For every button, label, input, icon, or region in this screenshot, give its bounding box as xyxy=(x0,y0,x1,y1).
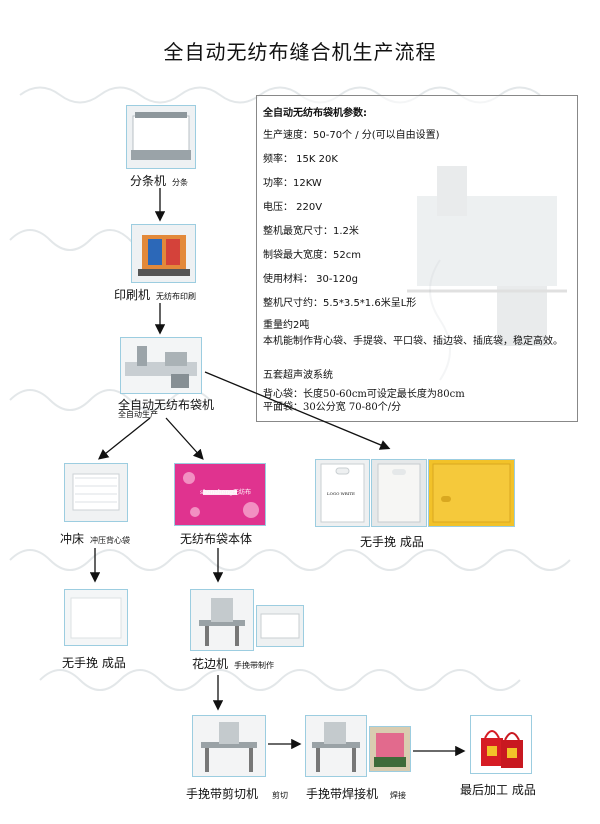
page-title: 全自动无纺布缝合机生产流程 xyxy=(163,40,437,64)
bag-body-label: 无纺布袋本体 xyxy=(180,532,253,546)
white-bag-text: LOGO WRITE xyxy=(327,491,355,496)
slitter-sublabel: 分条 xyxy=(172,178,189,187)
strap-cutter-image xyxy=(192,715,266,777)
arrow-bagmachine-bagbody xyxy=(165,417,204,460)
printer-label-text: 印刷机 xyxy=(114,288,151,302)
spec-power: 功率：12KW xyxy=(263,178,322,189)
printing-machine-image xyxy=(131,224,196,283)
strap-welder-image xyxy=(305,715,367,777)
spec-material: 使用材料： 30-120g xyxy=(263,274,358,285)
welded-bag-image xyxy=(369,726,411,772)
bag-sample-text: shenaheng无纺布 xyxy=(200,489,252,496)
spec-speed: 生产速度：50-70个 / 分(可以自由设置) xyxy=(263,130,440,141)
strap-cutter-sublabel: 剪切 xyxy=(272,791,289,800)
slitter-label-text: 分条机 xyxy=(130,174,167,188)
punch-sublabel: 冲压背心袋 xyxy=(90,536,131,545)
embosser-label: 花边机手挽带制作 xyxy=(192,655,274,672)
bag-body-image xyxy=(174,463,266,526)
spec-frequency: 频率： 15K 20K xyxy=(263,154,338,165)
spec-ultrasonic: 五套超声波系统 xyxy=(263,370,333,381)
bag-machine-label: 全自动无纺布袋机 xyxy=(118,398,215,412)
punch-press-image xyxy=(64,463,128,522)
no-handle-product-image xyxy=(64,589,128,646)
yellow-bag-image xyxy=(428,459,515,527)
spec-voltage: 电压： 220V xyxy=(263,202,323,213)
spec-max-bag-width: 制袋最大宽度：52cm xyxy=(263,250,361,261)
strap-welder-sublabel: 焊接 xyxy=(390,791,407,800)
final-product-image xyxy=(470,715,532,774)
bag-machine-sublabel: 全自动生产 xyxy=(118,410,158,419)
no-handle-left-label: 无手挽 成品 xyxy=(62,656,126,670)
grey-bag-image xyxy=(371,459,427,527)
arrow-bagmachine-punch xyxy=(97,417,151,460)
slitter-label: 分条机分条 xyxy=(130,172,188,189)
white-bag-image xyxy=(315,459,370,527)
bag-machine-image xyxy=(120,337,202,394)
strap-welder-label-text: 手挽带焊接机 xyxy=(306,787,379,801)
slitter-machine-image xyxy=(126,105,196,169)
embosser-sublabel: 手挽带制作 xyxy=(234,661,275,670)
spec-heading: 全自动无纺布袋机参数: xyxy=(263,108,367,119)
strap-sample-image xyxy=(256,605,304,647)
spec-panel: 全自动无纺布袋机参数: 生产速度：50-70个 / 分(可以自由设置) 频率： … xyxy=(256,95,578,422)
spec-dimensions: 整机尺寸约：5.5*3.5*1.6米呈L形 xyxy=(263,298,417,309)
final-label: 最后加工 成品 xyxy=(460,783,536,797)
embossing-machine-image xyxy=(190,589,254,651)
printer-label: 印刷机无纺布印刷 xyxy=(114,286,196,303)
strap-welder-label: 手挽带焊接机 焊接 xyxy=(306,785,406,802)
machine-watermark-image xyxy=(407,166,567,346)
printer-sublabel: 无纺布印刷 xyxy=(156,292,197,301)
punch-label-text: 冲床 xyxy=(60,532,85,546)
no-handle-right-label: 无手挽 成品 xyxy=(360,535,424,549)
spec-weight: 重量约2吨 xyxy=(263,320,310,331)
punch-label: 冲床冲压背心袋 xyxy=(60,530,130,547)
spec-flat-bag: 平面袋：30公分宽 70-80个/分 xyxy=(263,402,402,413)
strap-cutter-label: 手挽带剪切机 剪切 xyxy=(186,785,288,802)
spec-max-width: 整机最宽尺寸：1.2米 xyxy=(263,226,359,237)
embosser-label-text: 花边机 xyxy=(192,657,229,671)
strap-cutter-label-text: 手挽带剪切机 xyxy=(186,787,259,801)
spec-capability: 本机能制作背心袋、手提袋、平口袋、插边袋、插底袋，稳定高效。 xyxy=(263,336,563,347)
